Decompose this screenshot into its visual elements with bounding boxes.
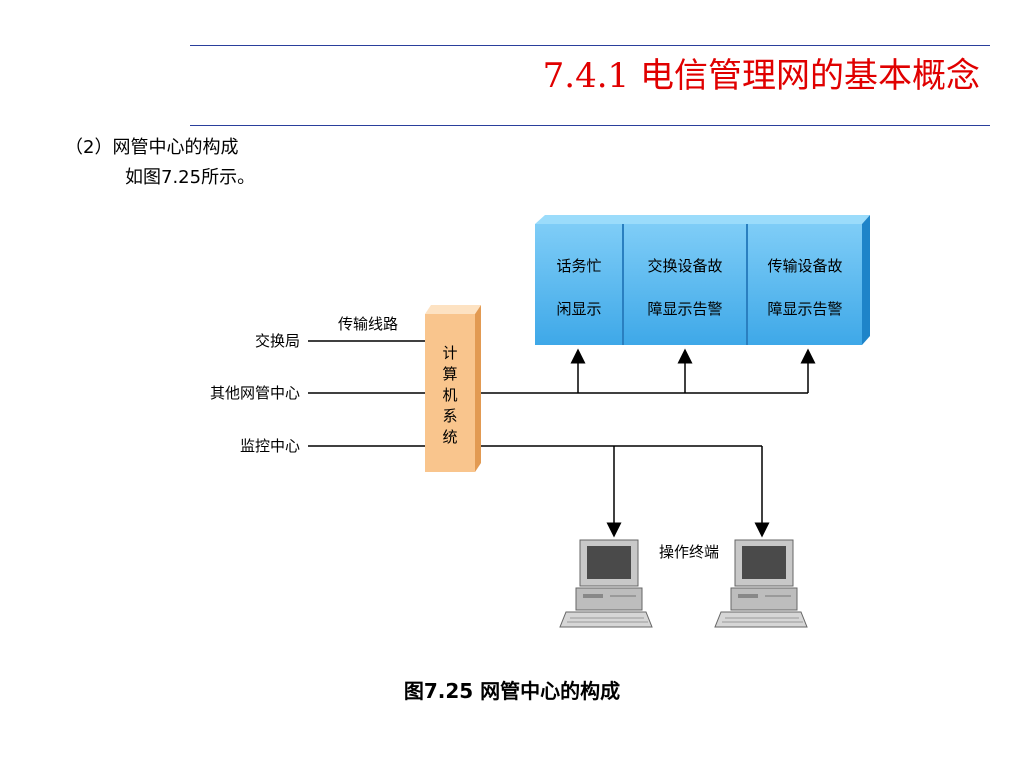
figure-caption: 图7.25 网管中心的构成 [403, 679, 621, 703]
display-transmission-fault-line2: 障显示告警 [767, 300, 842, 318]
transmission-line-label: 传输线路 [338, 315, 398, 333]
computer-char-5: 统 [442, 428, 457, 446]
output-lines [481, 348, 816, 538]
slide-title: 7.4.1 电信管理网的基本概念 [542, 56, 980, 96]
display-panels: 话务忙 闲显示 交换设备故 障显示告警 传输设备故 障显示告警 [535, 215, 870, 345]
display-traffic-line1: 话务忙 [556, 257, 601, 275]
section-heading: （2）网管中心的构成 [65, 137, 239, 158]
title-underline [190, 125, 990, 126]
figure-reference: 如图7.25所示。 [125, 167, 256, 188]
top-rule [190, 45, 990, 46]
input-other-center-label: 其他网管中心 [210, 384, 300, 402]
input-exchange-label: 交换局 [255, 332, 300, 350]
terminal-computer-icon [714, 539, 808, 628]
computer-char-4: 系 [442, 407, 457, 425]
computer-system-box: 计 算 机 系 统 [425, 305, 481, 472]
computer-char-1: 计 [442, 344, 457, 362]
terminal-label: 操作终端 [659, 543, 719, 561]
computer-char-2: 算 [442, 365, 457, 383]
display-transmission-fault-line1: 传输设备故 [767, 257, 842, 275]
display-switch-fault-line1: 交换设备故 [647, 257, 722, 275]
terminal-computer-icon [559, 539, 653, 628]
display-traffic-line2: 闲显示 [556, 300, 601, 318]
display-switch-fault-line2: 障显示告警 [647, 300, 722, 318]
input-lines [308, 340, 425, 447]
computer-char-3: 机 [442, 386, 457, 404]
input-monitor-center-label: 监控中心 [240, 437, 300, 455]
